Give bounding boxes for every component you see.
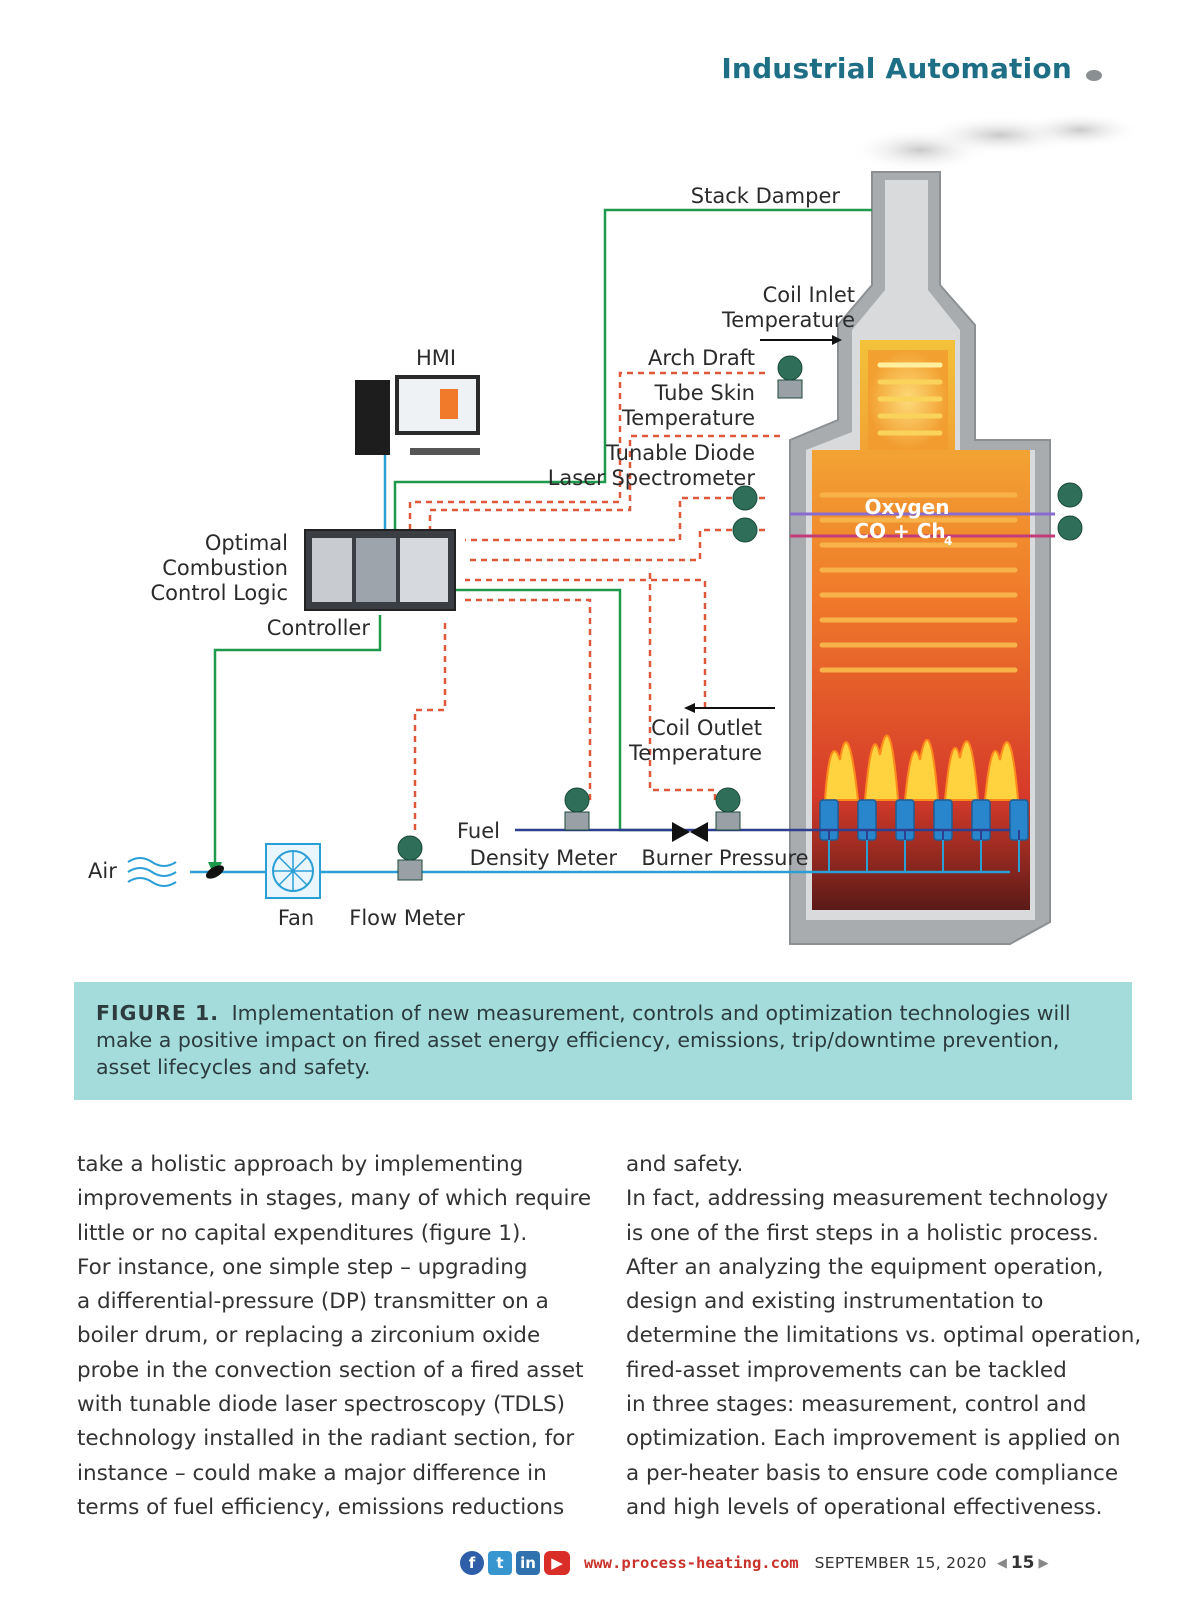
fired-heater-diagram: Stack Damper Coil Inlet Temperature HMI … bbox=[88, 112, 1140, 945]
label-co-ch: CO + Ch bbox=[854, 519, 945, 543]
label-tunable-diode: Tunable Diode bbox=[605, 441, 755, 465]
label-coil-inlet: Coil Inlet bbox=[763, 283, 855, 307]
smoke-plume bbox=[850, 112, 1140, 172]
body-text-right: and safety. In fact, addressing measurem… bbox=[626, 1152, 1142, 1520]
next-page-icon[interactable]: ▶ bbox=[1038, 1555, 1049, 1571]
label-fuel: Fuel bbox=[457, 819, 500, 843]
label-fan: Fan bbox=[278, 906, 314, 930]
figure-caption: FIGURE 1. Implementation of new measurem… bbox=[74, 982, 1132, 1100]
label-co-ch-subscript: 4 bbox=[944, 534, 952, 548]
label-stack-damper: Stack Damper bbox=[691, 184, 841, 208]
air-damper-icon bbox=[205, 865, 225, 879]
youtube-icon[interactable]: ▶ bbox=[544, 1551, 570, 1575]
body-column-left: take a holistic approach by implementing… bbox=[77, 1148, 597, 1525]
section-bullet-icon bbox=[1086, 70, 1102, 81]
page-footer: f t in ▶ www.process-heating.com SEPTEMB… bbox=[460, 1548, 1110, 1578]
air-inlet-icon bbox=[127, 857, 177, 887]
convection-coil bbox=[877, 362, 943, 436]
prev-page-icon[interactable]: ◀ bbox=[996, 1555, 1007, 1571]
label-coil-inlet-temperature: Temperature bbox=[721, 308, 855, 332]
hmi-workstation bbox=[355, 375, 480, 455]
label-optimal: Optimal bbox=[205, 531, 288, 555]
controller-rack bbox=[304, 529, 456, 611]
label-burner-pressure: Burner Pressure bbox=[641, 846, 808, 870]
fan-icon bbox=[265, 843, 321, 899]
signal-lines bbox=[408, 371, 780, 830]
label-tube-skin-temperature: Temperature bbox=[621, 406, 755, 430]
label-arch-draft: Arch Draft bbox=[648, 346, 755, 370]
label-coil-outlet-temperature: Temperature bbox=[628, 741, 762, 765]
figure-label: FIGURE 1. bbox=[96, 1001, 220, 1025]
twitter-icon[interactable]: t bbox=[488, 1551, 512, 1575]
body-text-left: take a holistic approach by implementing… bbox=[77, 1152, 592, 1520]
social-links: f t in ▶ bbox=[460, 1551, 570, 1575]
label-air: Air bbox=[88, 859, 117, 883]
transmitter-icon bbox=[397, 355, 1083, 881]
page-number-value: 15 bbox=[1010, 1553, 1035, 1573]
linkedin-icon[interactable]: in bbox=[516, 1551, 540, 1575]
label-oxygen: Oxygen bbox=[864, 495, 949, 519]
burner-feed-lines bbox=[828, 830, 1020, 840]
label-combustion: Combustion bbox=[162, 556, 288, 580]
burner-flames bbox=[823, 734, 1020, 801]
label-controller: Controller bbox=[267, 616, 371, 640]
facebook-icon[interactable]: f bbox=[460, 1551, 484, 1575]
label-density-meter: Density Meter bbox=[470, 846, 618, 870]
label-flow-meter: Flow Meter bbox=[349, 906, 465, 930]
fired-heater bbox=[789, 171, 1051, 945]
issue-date: SEPTEMBER 15, 2020 bbox=[814, 1554, 987, 1572]
figure-caption-text: Implementation of new measurement, contr… bbox=[96, 1001, 1071, 1079]
website-link[interactable]: www.process-heating.com bbox=[584, 1554, 799, 1572]
body-column-right: and safety. In fact, addressing measurem… bbox=[626, 1148, 1166, 1525]
fuel-valve-icon bbox=[672, 822, 708, 842]
page-number: ◀ 15 ▶ bbox=[997, 1553, 1049, 1573]
label-control-logic: Control Logic bbox=[151, 581, 288, 605]
radiant-coil bbox=[819, 492, 1018, 673]
label-laser-spectrometer: Laser Spectrometer bbox=[548, 466, 756, 490]
label-hmi: HMI bbox=[416, 346, 456, 370]
label-coil-outlet: Coil Outlet bbox=[651, 716, 762, 740]
section-title: Industrial Automation bbox=[721, 52, 1072, 85]
label-tube-skin: Tube Skin bbox=[653, 381, 755, 405]
air-feed-lines bbox=[828, 840, 1020, 872]
